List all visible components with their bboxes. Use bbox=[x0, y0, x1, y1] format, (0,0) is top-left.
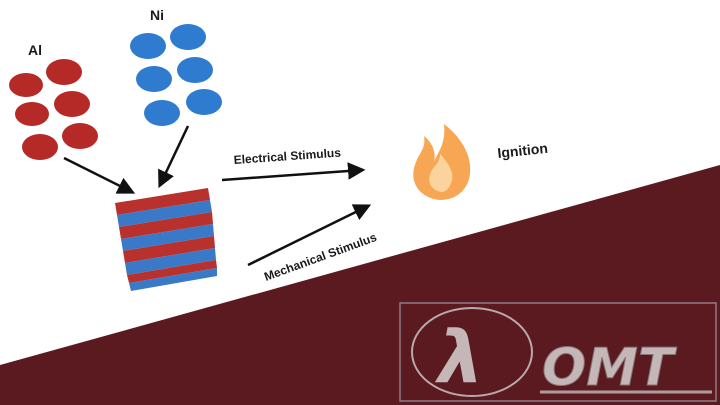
al-label: Al bbox=[28, 42, 42, 58]
omt-logo: λ OMT bbox=[399, 302, 717, 402]
multilayer-stack bbox=[115, 188, 217, 291]
background-wedge bbox=[0, 165, 720, 405]
al-particle bbox=[46, 59, 82, 85]
lambda-logo: λ bbox=[434, 315, 484, 399]
al-particle bbox=[54, 91, 90, 117]
ni-particle-cluster bbox=[130, 24, 222, 126]
ni-particle bbox=[177, 57, 213, 83]
al-particle bbox=[9, 73, 43, 97]
al-particle bbox=[22, 134, 58, 160]
lambda-logo-ring bbox=[411, 307, 533, 397]
al-particle-cluster bbox=[9, 59, 98, 160]
ignition-label: Ignition bbox=[497, 140, 549, 161]
mechanical-arrow bbox=[247, 204, 372, 267]
electrical-stimulus-label: Electrical Stimulus bbox=[233, 146, 341, 167]
electrical-arrow bbox=[221, 162, 366, 182]
flame-icon bbox=[413, 124, 471, 200]
al-arrow bbox=[63, 156, 136, 194]
al-particle bbox=[62, 123, 98, 149]
logo-frame bbox=[399, 302, 717, 402]
ni-arrow bbox=[158, 125, 190, 189]
al-particle bbox=[15, 102, 49, 126]
ni-particle bbox=[186, 89, 222, 115]
ni-particle bbox=[170, 24, 206, 50]
ni-particle bbox=[130, 33, 166, 59]
ni-particle bbox=[144, 100, 180, 126]
ni-particle bbox=[136, 66, 172, 92]
logo-text: OMT bbox=[542, 338, 677, 398]
ni-label: Ni bbox=[150, 7, 164, 23]
